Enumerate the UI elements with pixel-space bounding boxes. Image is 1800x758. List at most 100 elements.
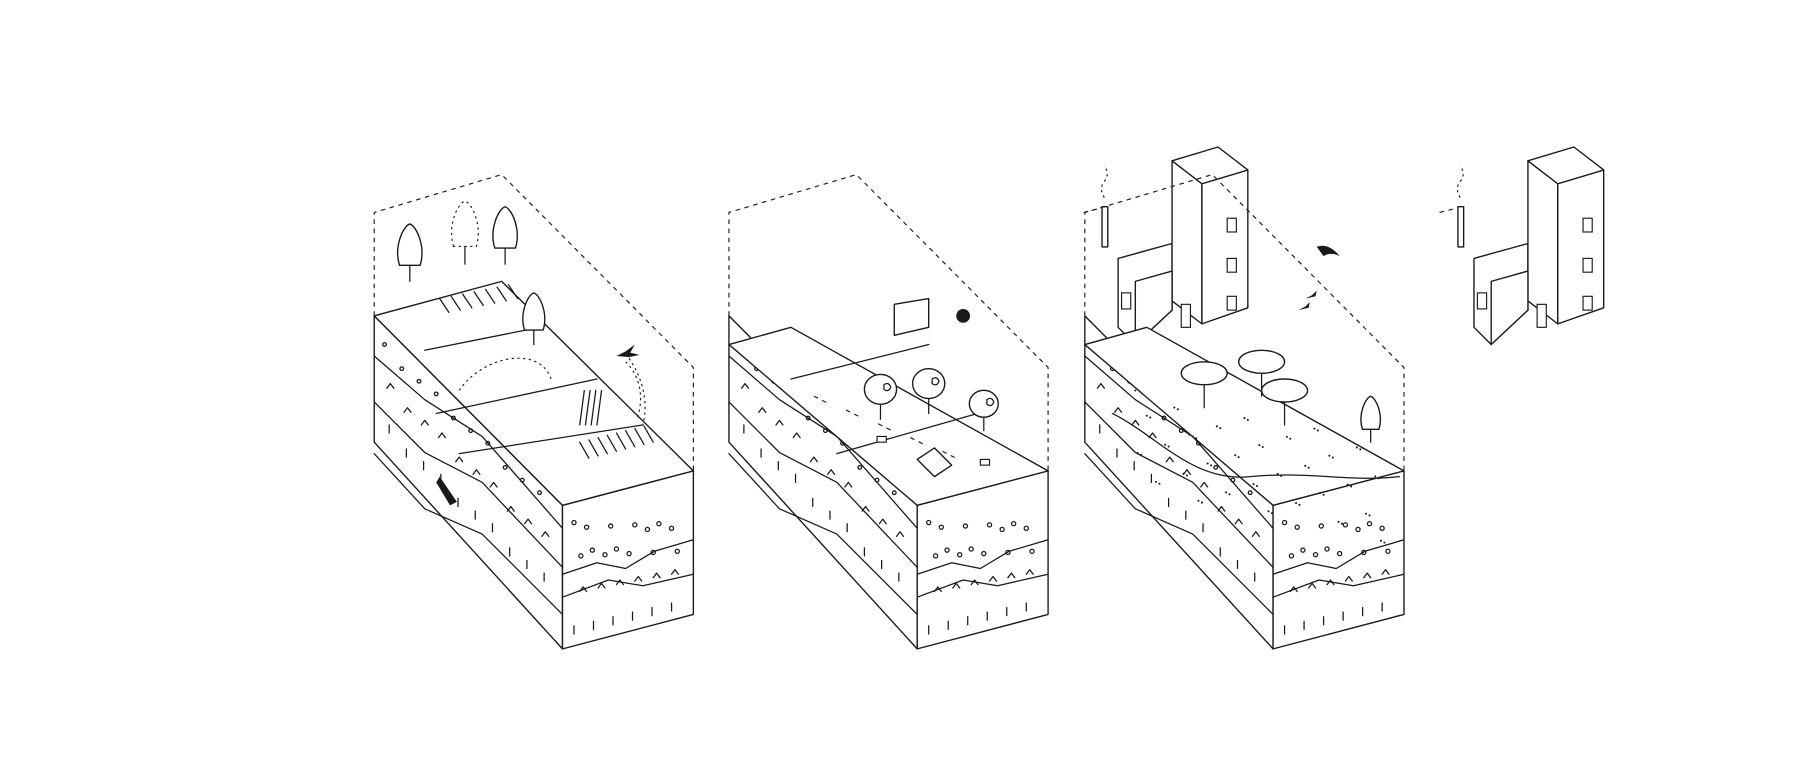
window — [1226, 295, 1237, 311]
crop-row — [450, 295, 461, 311]
lane-marking — [910, 437, 925, 445]
pebble-mark — [578, 553, 584, 559]
meadow-texture — [1328, 454, 1331, 457]
meadow-texture — [1322, 493, 1325, 496]
tower-roof — [1171, 146, 1249, 185]
meadow-texture — [1337, 520, 1340, 523]
crop-row — [606, 434, 618, 452]
gravel-mark — [1363, 572, 1372, 579]
meadow-texture — [1365, 512, 1368, 515]
pebble-mark — [1178, 428, 1184, 434]
tree-pit — [979, 458, 991, 466]
soil-stratum-line — [373, 401, 564, 568]
meadow-texture — [1270, 512, 1273, 515]
soil-stratum-line — [728, 453, 918, 616]
wheat-icon — [590, 389, 597, 426]
window — [1120, 292, 1132, 310]
meadow-texture — [1307, 466, 1310, 469]
gravel-mark — [579, 586, 588, 593]
soil-stratum-line — [916, 573, 1049, 598]
crop-row — [507, 284, 519, 300]
meadow-texture — [1182, 472, 1185, 475]
crop-row — [615, 432, 627, 450]
gravel-mark — [455, 456, 464, 463]
meadow-texture — [1285, 435, 1288, 438]
soil-stratum-line — [561, 573, 694, 598]
smoke-plume — [1456, 165, 1464, 198]
tree-canopy-icon — [1180, 361, 1228, 386]
fruit-icon — [883, 382, 892, 392]
gravel-mark — [1344, 575, 1353, 582]
meadow-texture — [1374, 475, 1377, 478]
pebble-mark — [1379, 525, 1385, 532]
pebble-mark — [944, 547, 950, 553]
meadow-texture — [1136, 451, 1139, 454]
pebble-mark — [537, 490, 543, 496]
panel-urban-street — [728, 146, 1249, 650]
tree-canopy-icon — [492, 206, 518, 249]
meadow-texture — [1355, 446, 1358, 449]
soil-stratum-line — [1272, 539, 1405, 575]
door — [1536, 303, 1547, 328]
window — [1582, 295, 1593, 311]
meadow-texture — [1246, 418, 1249, 421]
tower-right-face — [1201, 169, 1249, 325]
meadow-texture — [1298, 503, 1301, 506]
tree-canopy-icon — [522, 292, 546, 331]
meadow-texture — [1261, 445, 1264, 449]
meadow-texture — [1206, 462, 1209, 465]
curb-line — [790, 343, 999, 455]
meadow-texture — [1176, 408, 1179, 411]
pebble-mark — [1318, 523, 1324, 529]
gravel-mark — [1251, 531, 1260, 537]
meadow-texture — [1188, 433, 1191, 436]
meadow-texture — [1350, 485, 1353, 488]
pebble-mark — [468, 428, 474, 434]
meadow-texture — [1255, 485, 1259, 488]
meadow-texture — [1258, 444, 1261, 447]
crop-row — [439, 297, 450, 314]
gravel-mark — [740, 382, 750, 389]
soil-stratum-line — [561, 539, 694, 575]
door — [1180, 303, 1192, 328]
gravel-mark — [827, 469, 836, 475]
pebble-mark — [644, 526, 651, 533]
pebble-mark — [1324, 546, 1330, 552]
meadow-texture — [1252, 483, 1255, 486]
tree-canopy-icon — [397, 223, 423, 266]
meadow-texture — [1197, 499, 1200, 502]
pebble-mark — [608, 523, 614, 529]
pebble-mark — [1161, 415, 1167, 421]
crop-row — [473, 291, 484, 307]
dashed-volume-outline — [728, 173, 1049, 471]
lane-marking — [942, 450, 957, 459]
gravel-mark — [1326, 579, 1335, 586]
pebble-mark — [968, 546, 974, 552]
gravel-mark — [1114, 407, 1123, 413]
pebble-mark — [1281, 519, 1288, 526]
pebble-mark — [1230, 477, 1236, 483]
window — [1476, 292, 1488, 310]
gravel-mark — [1007, 572, 1016, 579]
car-icon — [916, 447, 953, 478]
meadow-texture — [1313, 427, 1316, 430]
fruit-icon — [986, 397, 995, 407]
pebble-mark — [1385, 548, 1391, 554]
gravel-mark — [988, 575, 998, 582]
pebble-mark — [602, 552, 608, 558]
pebble-mark — [1247, 490, 1253, 496]
low-building-front — [1134, 270, 1173, 346]
gravel-mark — [1308, 582, 1317, 589]
bird-icon — [1316, 245, 1340, 257]
gravel-mark — [597, 582, 606, 589]
pebble-mark — [805, 415, 811, 421]
terrace-edge — [424, 326, 644, 455]
soil-stratum-line — [916, 539, 1049, 575]
pebble-mark — [450, 415, 456, 421]
meadow-texture — [1164, 443, 1167, 446]
pebble-mark — [1213, 464, 1219, 470]
pebble-mark — [1010, 521, 1017, 527]
pebble-mark — [632, 522, 638, 528]
pebble-mark — [416, 378, 422, 384]
lane-marking — [845, 409, 861, 418]
